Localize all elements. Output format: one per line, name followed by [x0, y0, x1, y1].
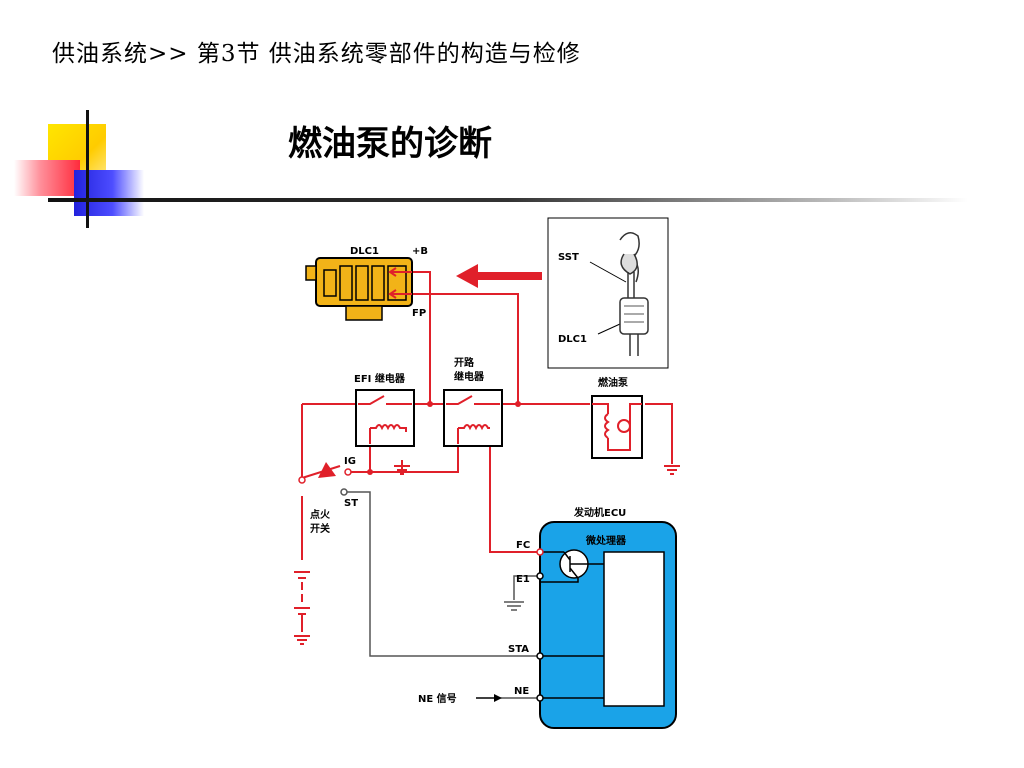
hand-icon	[619, 232, 640, 283]
ground-icon	[394, 460, 410, 475]
ecu-label: 发动机ECU	[573, 506, 626, 519]
circuit-relay-label-line2: 继电器	[454, 370, 485, 383]
breadcrumb: 供油系统>> 第3节 供油系统零部件的构造与检修	[52, 41, 581, 67]
ignition-switch-label-line1: 点火	[310, 508, 331, 521]
ground-icon	[664, 465, 680, 475]
engine-ecu	[536, 521, 677, 729]
connector-cable	[629, 334, 639, 356]
relay-ig-wire	[402, 444, 459, 473]
switch-pivot	[298, 476, 306, 484]
transistor-leads	[563, 551, 604, 579]
connector-latch	[345, 305, 383, 321]
sst-leader-line	[589, 261, 627, 283]
relay-coil-icon	[369, 424, 407, 444]
ne-signal-label: NE 信号	[418, 692, 457, 705]
junction-dots	[367, 401, 521, 475]
fuel-pump	[591, 395, 643, 459]
sta-terminal	[536, 652, 544, 660]
ground-icon	[504, 601, 524, 611]
decoration-vertical-line	[86, 110, 89, 228]
microprocessor-label: 微处理器	[585, 534, 627, 547]
sst-label: SST	[558, 252, 579, 263]
sta-label: STA	[508, 644, 529, 655]
ecu-internal-wires	[540, 551, 604, 699]
page-title: 燃油泵的诊断	[288, 124, 492, 164]
e1-label: E1	[516, 574, 530, 585]
relay-coil-icon	[457, 424, 490, 444]
junction-dot	[367, 469, 373, 475]
dlc1-label: DLC1	[350, 246, 379, 257]
connector-pin	[323, 269, 337, 297]
efi-relay	[355, 389, 415, 447]
sst-inset: SST DLC1	[547, 217, 669, 369]
fuel-pump-box	[591, 395, 643, 459]
e1-terminal	[536, 572, 544, 580]
circuit-relay-label-line1: 开路	[454, 356, 475, 369]
connector-pin	[339, 265, 353, 301]
gray-wires	[347, 491, 540, 699]
pump-wiring	[592, 403, 642, 451]
pump-motor-icon	[604, 413, 610, 439]
plus-b-label: +B	[412, 246, 428, 257]
relay-contact	[446, 395, 500, 405]
jumper-wire	[390, 271, 412, 295]
fp-label: FP	[412, 308, 426, 319]
decoration-red-square	[14, 160, 80, 196]
battery-icon	[294, 571, 310, 645]
efi-relay-label: EFI 继电器	[354, 372, 406, 385]
sst-wire	[627, 272, 635, 302]
title-underline	[48, 198, 968, 202]
fp-wire	[412, 293, 519, 404]
ne-label: NE	[514, 686, 529, 697]
circuit-relay-box	[443, 389, 503, 447]
fuel-pump-circuit-diagram: SST DLC1 DLC1 +B FP EFI 继电器 开路 继电器	[290, 210, 690, 734]
arrow-right-icon	[494, 694, 502, 702]
ignition-switch	[298, 462, 352, 496]
sst-tool-icon	[620, 253, 638, 275]
dlc1-connector	[305, 257, 413, 321]
switch-key-icon	[318, 462, 336, 478]
ne-terminal	[536, 694, 544, 702]
dlc1-inset-connector	[619, 297, 649, 335]
st-label: ST	[344, 498, 358, 509]
circuit-svg: SST DLC1 DLC1 +B FP EFI 继电器 开路 继电器	[290, 210, 690, 734]
connector-tab	[305, 265, 317, 281]
connector-pin	[355, 265, 369, 301]
junction-dot	[515, 401, 521, 407]
dlc1-leader-line	[597, 323, 621, 335]
ignition-switch-label-line2: 开关	[310, 522, 330, 535]
e1-wire	[513, 575, 540, 600]
red-arrow-shaft	[476, 272, 542, 280]
ig-label: IG	[344, 456, 356, 467]
junction-dot	[427, 401, 433, 407]
ground-symbols	[394, 460, 680, 475]
connector-pin	[371, 265, 385, 301]
efi-relay-box	[355, 389, 415, 447]
arrow-left-icon	[456, 264, 478, 288]
ig-terminal	[344, 468, 352, 476]
fc-label: FC	[516, 540, 530, 551]
pump-ground-wire	[645, 403, 673, 464]
st-terminal	[340, 488, 348, 496]
dlc1-inset-label: DLC1	[558, 334, 587, 345]
decoration-blue-square	[74, 170, 144, 216]
circuit-opening-relay	[443, 389, 503, 447]
microprocessor-box	[603, 551, 665, 707]
terminal-arrow-icon	[388, 267, 397, 299]
decoration-yellow-square	[48, 124, 106, 182]
relay-contact	[358, 395, 412, 405]
inset-frame	[547, 217, 669, 369]
fuel-pump-label: 燃油泵	[598, 376, 629, 389]
fc-terminal	[536, 548, 544, 556]
fc-wire	[489, 444, 540, 553]
sta-wire	[347, 491, 540, 657]
connector-pins	[624, 305, 644, 323]
pump-rotor-icon	[617, 419, 631, 433]
e1-internal-wire	[540, 578, 579, 583]
plus-b-wire	[412, 271, 431, 404]
